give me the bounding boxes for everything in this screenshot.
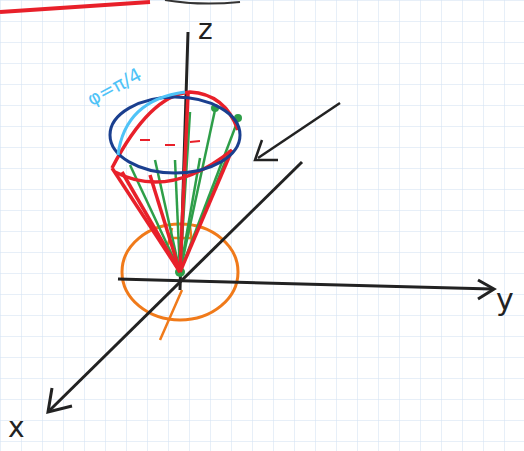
arrowhead xyxy=(48,388,72,412)
pointer-line xyxy=(258,103,340,158)
pen-stroke xyxy=(165,0,240,4)
arrowhead xyxy=(478,280,494,299)
axis-label: y xyxy=(496,285,514,315)
axis-label: z xyxy=(198,16,213,44)
angle-arc xyxy=(118,92,185,155)
red-stroke xyxy=(0,2,150,12)
cone-rim xyxy=(110,97,240,173)
dashes xyxy=(140,140,200,145)
arrowhead xyxy=(255,140,278,160)
axis-label: x xyxy=(8,414,25,442)
cone-surface xyxy=(112,92,238,272)
